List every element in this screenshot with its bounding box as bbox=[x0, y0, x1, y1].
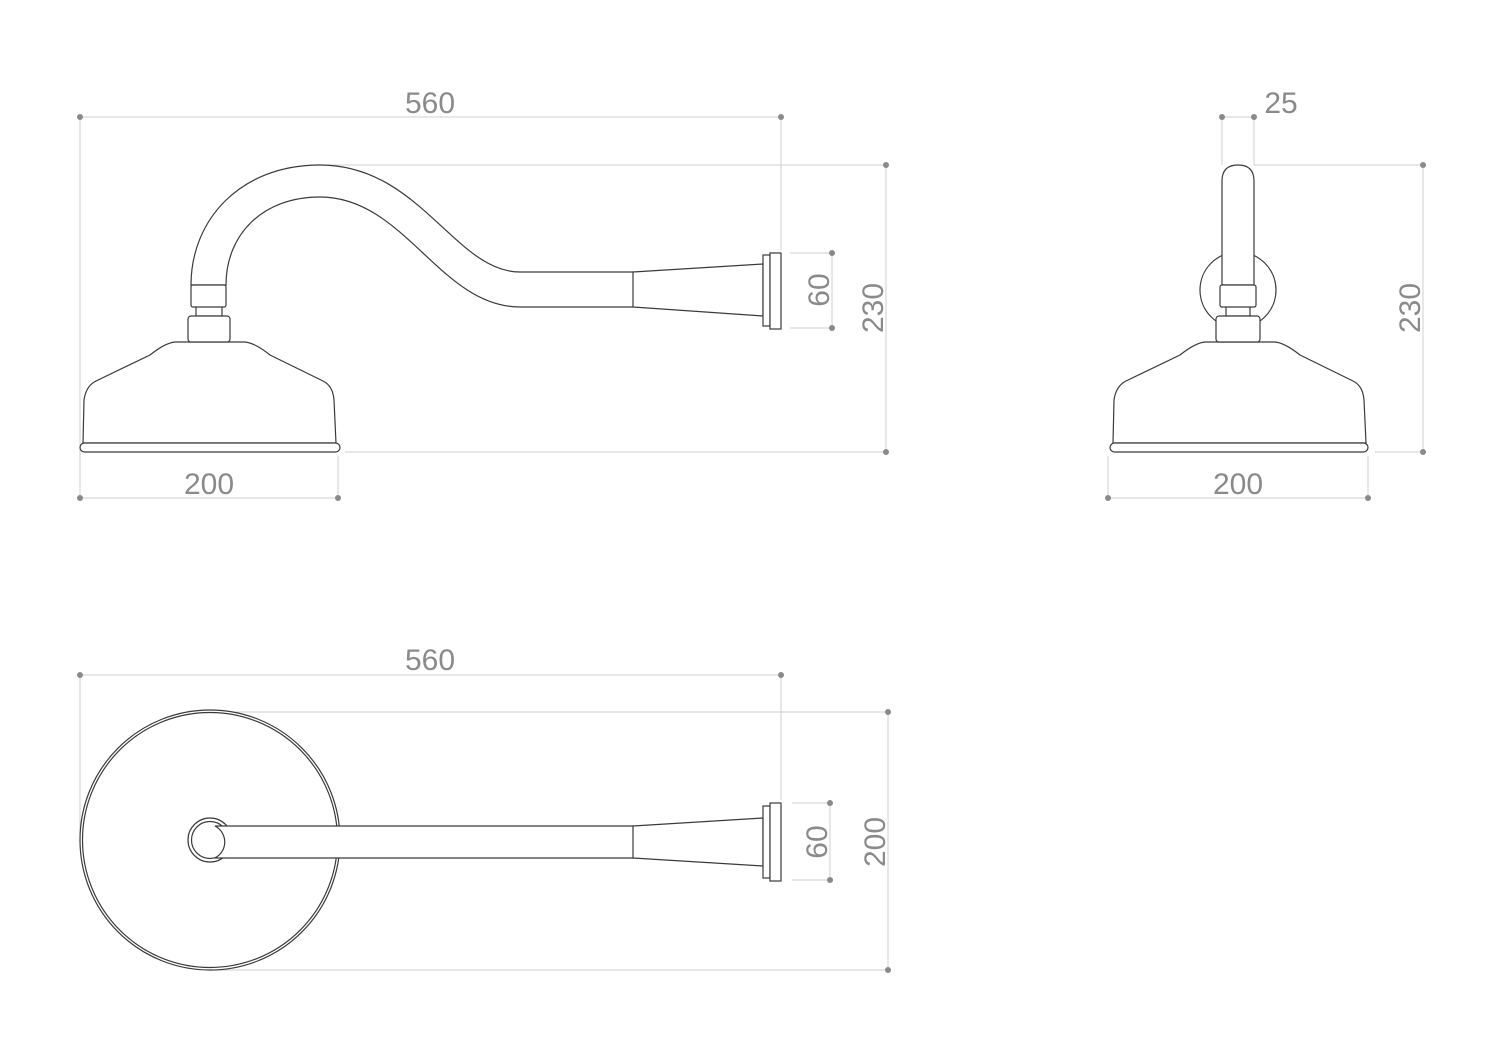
front-height-label: 230 bbox=[1394, 283, 1427, 333]
side-view-dimensions bbox=[77, 114, 889, 501]
side-head-label: 200 bbox=[184, 468, 234, 501]
side-height-label: 230 bbox=[857, 283, 890, 333]
plan-width-label: 560 bbox=[405, 644, 455, 677]
side-width-label: 560 bbox=[405, 87, 455, 120]
side-view: 560 230 60 200 bbox=[77, 87, 890, 501]
plan-head-label: 200 bbox=[859, 817, 892, 867]
shower-head-plan bbox=[79, 709, 782, 971]
shower-arm-side bbox=[190, 164, 782, 330]
shower-head-front bbox=[1109, 164, 1369, 453]
front-pipe-label: 25 bbox=[1264, 87, 1297, 120]
front-view: 25 230 200 bbox=[1105, 87, 1427, 501]
plan-flange-label: 60 bbox=[801, 825, 834, 858]
front-head-label: 200 bbox=[1213, 468, 1263, 501]
side-flange-label: 60 bbox=[803, 273, 836, 306]
plan-view-dimensions bbox=[77, 672, 891, 973]
plan-view: 560 200 60 bbox=[77, 644, 892, 973]
shower-head-side bbox=[79, 284, 341, 453]
front-view-dimensions bbox=[1105, 114, 1426, 501]
